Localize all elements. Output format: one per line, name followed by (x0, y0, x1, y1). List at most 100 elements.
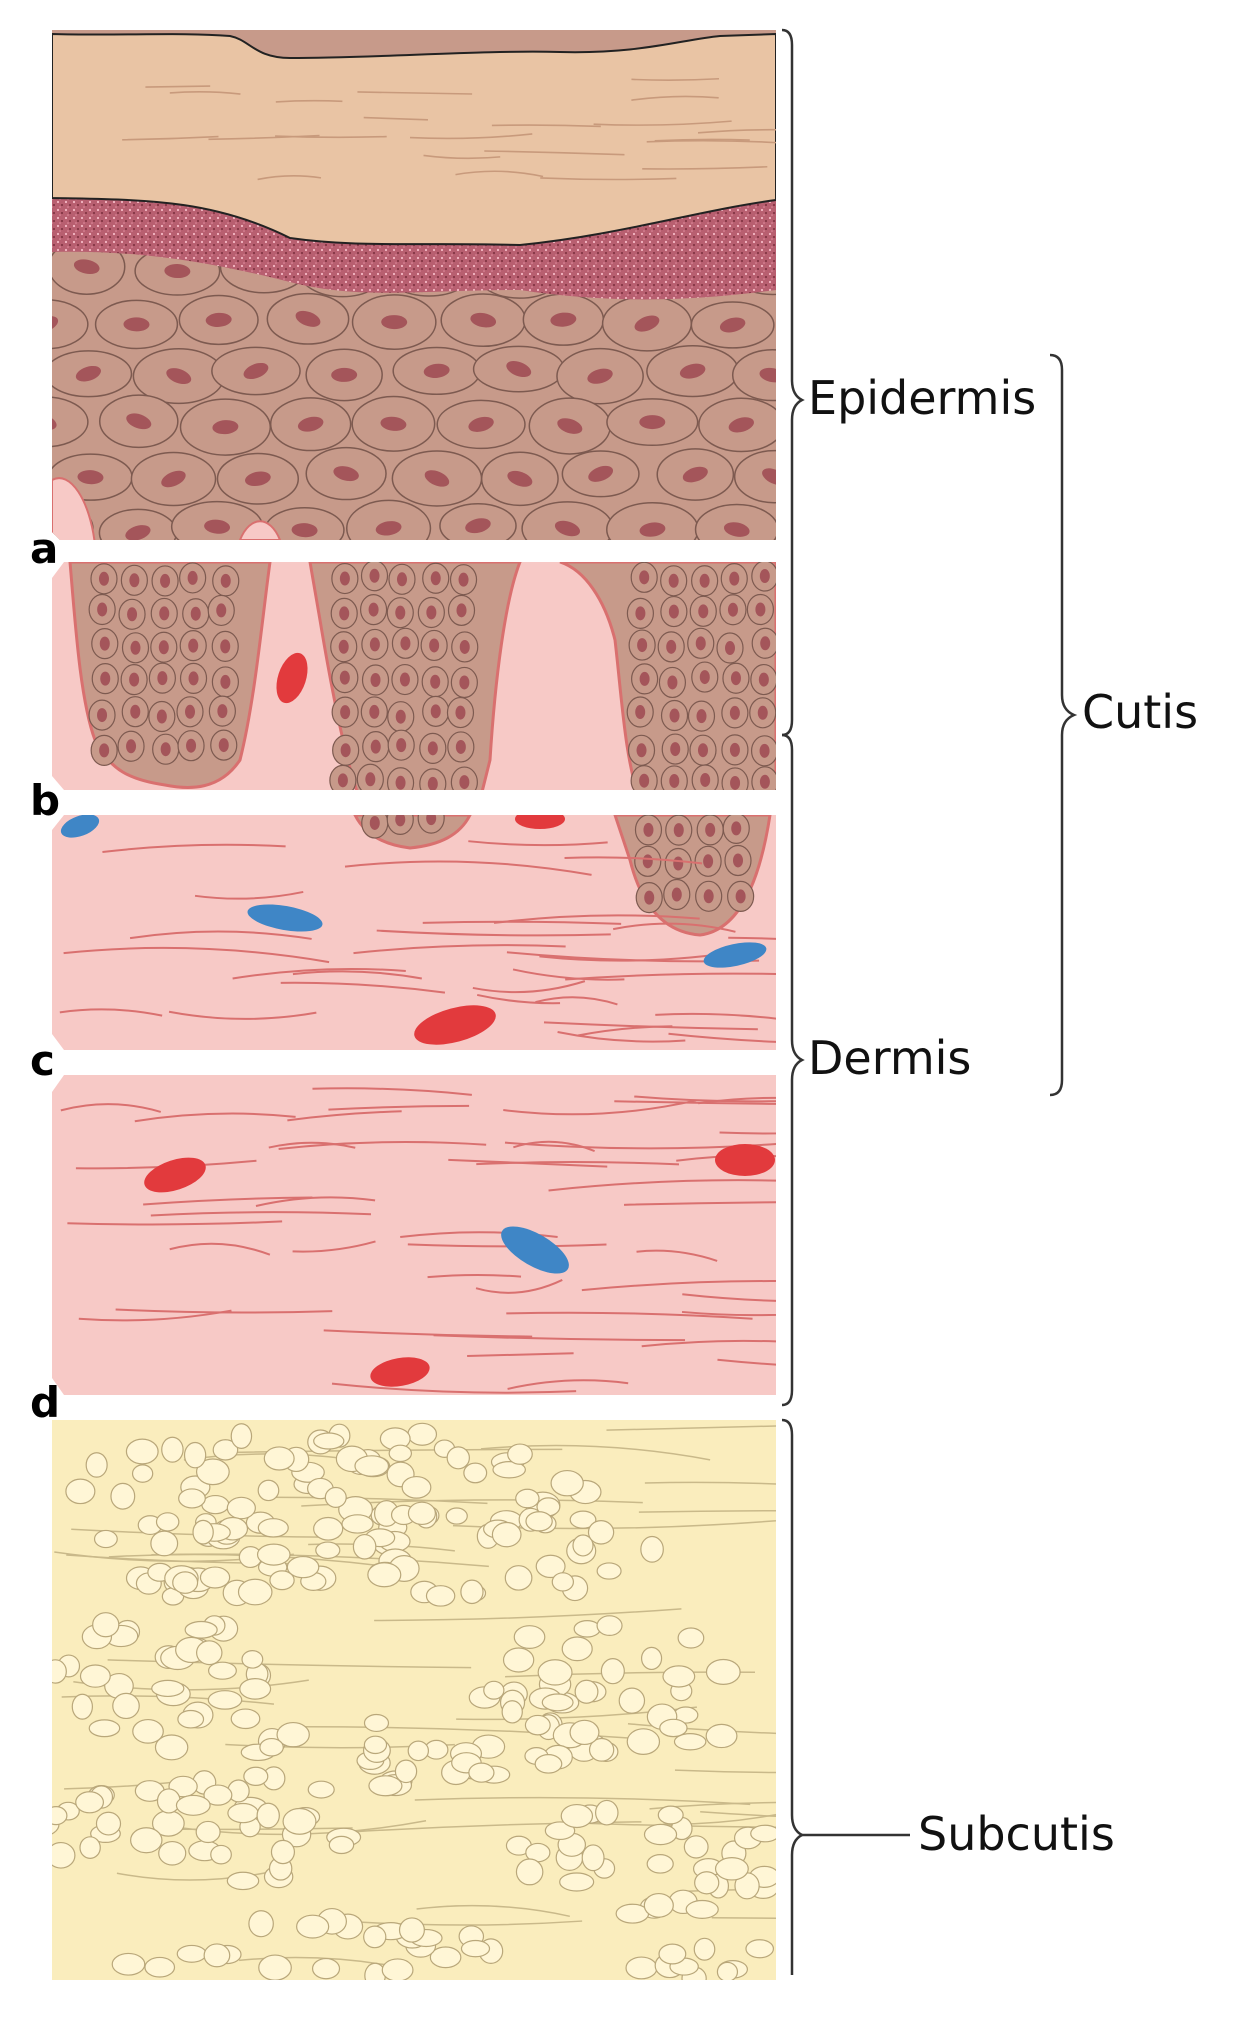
cell-nucleus (727, 602, 738, 617)
section-d-tissue (52, 1075, 776, 1395)
vein-c1 (60, 815, 100, 838)
adipocyte (534, 1754, 563, 1774)
cell-nucleus (729, 571, 740, 586)
adipocyte (705, 1723, 738, 1749)
cell-nucleus (220, 674, 231, 689)
cell-nucleus (216, 603, 227, 618)
cell-nucleus (635, 606, 646, 621)
cell-nucleus (158, 640, 169, 655)
cell-nucleus (699, 670, 710, 685)
cell-nucleus (426, 815, 437, 826)
collagen-fiber (150, 1211, 372, 1217)
keratin-fiber (169, 91, 241, 95)
keratin-fiber (455, 170, 544, 178)
cell-nucleus (331, 367, 358, 382)
collagen-fiber (564, 856, 703, 865)
adipocyte (241, 1650, 264, 1669)
adipocyte (237, 1578, 273, 1606)
adipocyte (199, 1566, 231, 1589)
adipocyte (659, 1718, 688, 1738)
epidermis-label: Epidermis (808, 371, 1036, 425)
keratin-fiber (642, 165, 768, 170)
cell-nucleus (157, 671, 168, 686)
collagen-fiber (655, 1012, 776, 1026)
collagen-fiber (169, 1242, 271, 1256)
adipocyte (282, 1807, 317, 1835)
adipocyte (658, 1943, 687, 1965)
adipocyte (154, 1734, 189, 1761)
adipocyte (381, 1958, 414, 1980)
adipocyte (587, 1520, 615, 1545)
cell-nucleus (755, 602, 766, 617)
adipocyte (429, 1946, 462, 1969)
adipocyte (158, 1840, 187, 1866)
adipocyte (239, 1678, 272, 1700)
cell-nucleus (696, 709, 707, 724)
keratin-fiber (491, 124, 601, 128)
connective-fiber (711, 1917, 776, 1919)
adipocyte (368, 1775, 403, 1797)
keratin-fiber (697, 128, 776, 134)
adipocyte (192, 1519, 214, 1545)
cell-nucleus (679, 363, 706, 379)
collagen-fiber (623, 1201, 776, 1206)
collagen-fiber (280, 981, 446, 994)
cell-nucleus (164, 264, 191, 279)
adipocyte (125, 1438, 159, 1465)
adipocyte (446, 1446, 470, 1470)
adipocyte (79, 1664, 111, 1688)
collagen-fiber (232, 967, 406, 980)
cell-nucleus (187, 570, 198, 585)
keratin-fiber (646, 139, 776, 145)
cell-nucleus (430, 704, 441, 719)
collagen-fiber (427, 1274, 522, 1279)
collagen-fiber (513, 1140, 595, 1153)
adipocyte (286, 1555, 320, 1579)
cell-nucleus (188, 671, 199, 686)
cell-nucleus (587, 368, 613, 384)
adipocyte (256, 1543, 291, 1566)
cell-nucleus (695, 636, 706, 651)
cell-nucleus (369, 568, 380, 583)
section-b-tissue (52, 562, 776, 790)
collagen-fiber (255, 1196, 376, 1207)
cell-nucleus (399, 672, 410, 687)
keratin-fiber (484, 150, 625, 156)
adipocyte (535, 1554, 566, 1579)
adipocyte (248, 1910, 274, 1938)
cell-nucleus (97, 708, 108, 723)
cell-nucleus (126, 739, 137, 754)
cell-nucleus (700, 772, 711, 787)
collagen-fiber (557, 1031, 686, 1043)
collagen-fiber (143, 1196, 313, 1206)
cell-nucleus (697, 743, 708, 758)
cell-nucleus (427, 741, 438, 756)
collagen-fiber (636, 1249, 718, 1262)
adipocyte (559, 1872, 595, 1892)
cell-nucleus (643, 822, 654, 837)
brackets (781, 28, 1078, 1975)
cell-nucleus (365, 772, 376, 787)
collagen-fiber (543, 1021, 758, 1031)
cell-nucleus (456, 603, 467, 618)
collagen-fiber (535, 996, 618, 1006)
adipocyte (407, 1740, 430, 1762)
adipocyte (258, 1954, 292, 1980)
adipocyte (550, 1469, 584, 1497)
adipocyte (398, 1917, 425, 1943)
section-c-tissue (52, 815, 776, 1050)
adipocyte (196, 1640, 223, 1666)
collagen-fiber (78, 1309, 232, 1322)
subcutis-bracket (781, 1418, 805, 1975)
adipocyte (52, 1841, 76, 1869)
connective-fiber (638, 1509, 776, 1513)
keratin-fiber (409, 133, 533, 140)
adipocyte (354, 1455, 390, 1477)
cell-nucleus (759, 569, 770, 584)
collagen-fiber (268, 1141, 356, 1149)
keratin-fiber (122, 135, 219, 141)
collagen-fiber (668, 1032, 776, 1045)
adipocyte (324, 1486, 347, 1508)
section-a-tissue (52, 30, 776, 540)
keratin-fiber (208, 134, 320, 141)
